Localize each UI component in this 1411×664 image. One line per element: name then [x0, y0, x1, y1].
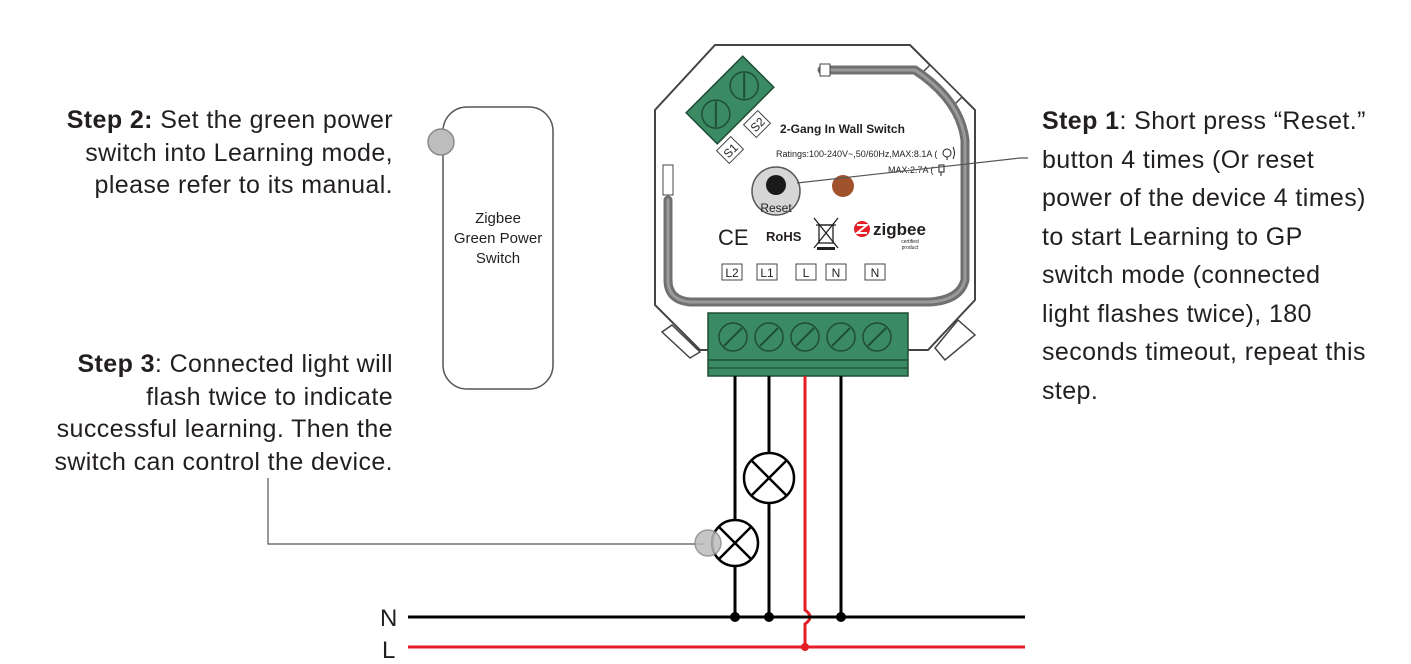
output-terminal-block [707, 312, 909, 377]
junction-dot [730, 612, 740, 622]
weee-bin-icon [813, 217, 839, 250]
step-1-line-1: : Short press “Reset.” [1119, 107, 1366, 135]
status-led [832, 175, 854, 197]
step-1-line-2: button 4 times (Or reset [1042, 145, 1315, 174]
step-2-instruction: Step 2: Set the green power switch into … [67, 104, 393, 202]
step-1-line-5: switch mode (connected [1042, 261, 1321, 289]
step-3-line-4: switch can control the device. [54, 447, 393, 476]
step-1-line-3: power of the device 4 times) [1042, 184, 1366, 212]
terminal-label-n2: N [871, 266, 880, 280]
step-1-line-8: step. [1042, 376, 1099, 405]
terminal-label-l2: L2 [725, 266, 739, 280]
neutral-rail-label: N [380, 605, 397, 632]
s1-label-box: S1 [715, 135, 745, 165]
step-1-callout-line [796, 157, 1028, 184]
zigbee-certified: certified [901, 239, 919, 245]
lamp-1-icon [742, 451, 796, 505]
ce-mark: CE [718, 225, 749, 250]
zigbee-logo-icon [854, 221, 870, 237]
reset-label: Reset [760, 201, 792, 215]
step-3-callout-line [267, 478, 704, 545]
rohs-mark: RoHS [766, 229, 802, 244]
step-1-line-4: to start Learning to GP [1042, 222, 1303, 251]
step-1-line-7: seconds timeout, repeat this [1042, 338, 1366, 366]
step-1-label: Step 1 [1042, 107, 1120, 135]
zigbee-logo-text: zigbee [873, 220, 926, 239]
step-2-label: Step 2: [66, 106, 153, 134]
reset-button[interactable] [766, 175, 786, 195]
step-2-line-3: please refer to its manual. [94, 171, 393, 199]
step-1-line-6: light flashes twice), 180 [1042, 299, 1312, 328]
step-3-line-1: : Connected light will [154, 350, 393, 378]
step-3-line-3: successful learning. Then the [56, 415, 393, 443]
bulb-icon [942, 146, 955, 160]
junction-dot-live [801, 643, 809, 651]
step-3-instruction: Step 3: Connected light will flash twice… [54, 348, 393, 478]
zigbee-product: product [902, 245, 919, 251]
terminal-label-l: L [803, 266, 810, 280]
motor-icon [938, 164, 945, 176]
terminal-label-n1: N [832, 266, 841, 280]
device-title: 2-Gang In Wall Switch [780, 122, 905, 136]
step-1-instruction: Step 1: Short press “Reset.” button 4 ti… [1042, 102, 1366, 410]
step-2-line-1: Set the green power [160, 106, 393, 134]
remote-label-3: Switch [476, 250, 520, 267]
remote-body [442, 106, 554, 390]
remote-callout-dot [427, 128, 455, 156]
live-rail-label: L [382, 637, 395, 664]
step-2-line-2: switch into Learning mode, [85, 138, 393, 167]
lamp-callout-dot [694, 529, 722, 557]
wires [733, 376, 843, 647]
step-3-label: Step 3 [77, 350, 155, 378]
remote-label-1: Zigbee [475, 210, 521, 227]
step-3-line-2: flash twice to indicate [146, 382, 393, 411]
wire-live [803, 376, 812, 647]
switch-input-terminal [685, 55, 775, 145]
junction-dot [764, 612, 774, 622]
junction-dot [836, 612, 846, 622]
terminal-labels: L2 L1 L N N [721, 263, 886, 281]
device-ratings: Ratings:100-240V~,50/60Hz,MAX:8.1A ( [776, 149, 937, 159]
remote-label-2: Green Power [454, 230, 542, 247]
s2-label-box: S2 [742, 109, 772, 139]
terminal-label-l1: L1 [760, 266, 774, 280]
